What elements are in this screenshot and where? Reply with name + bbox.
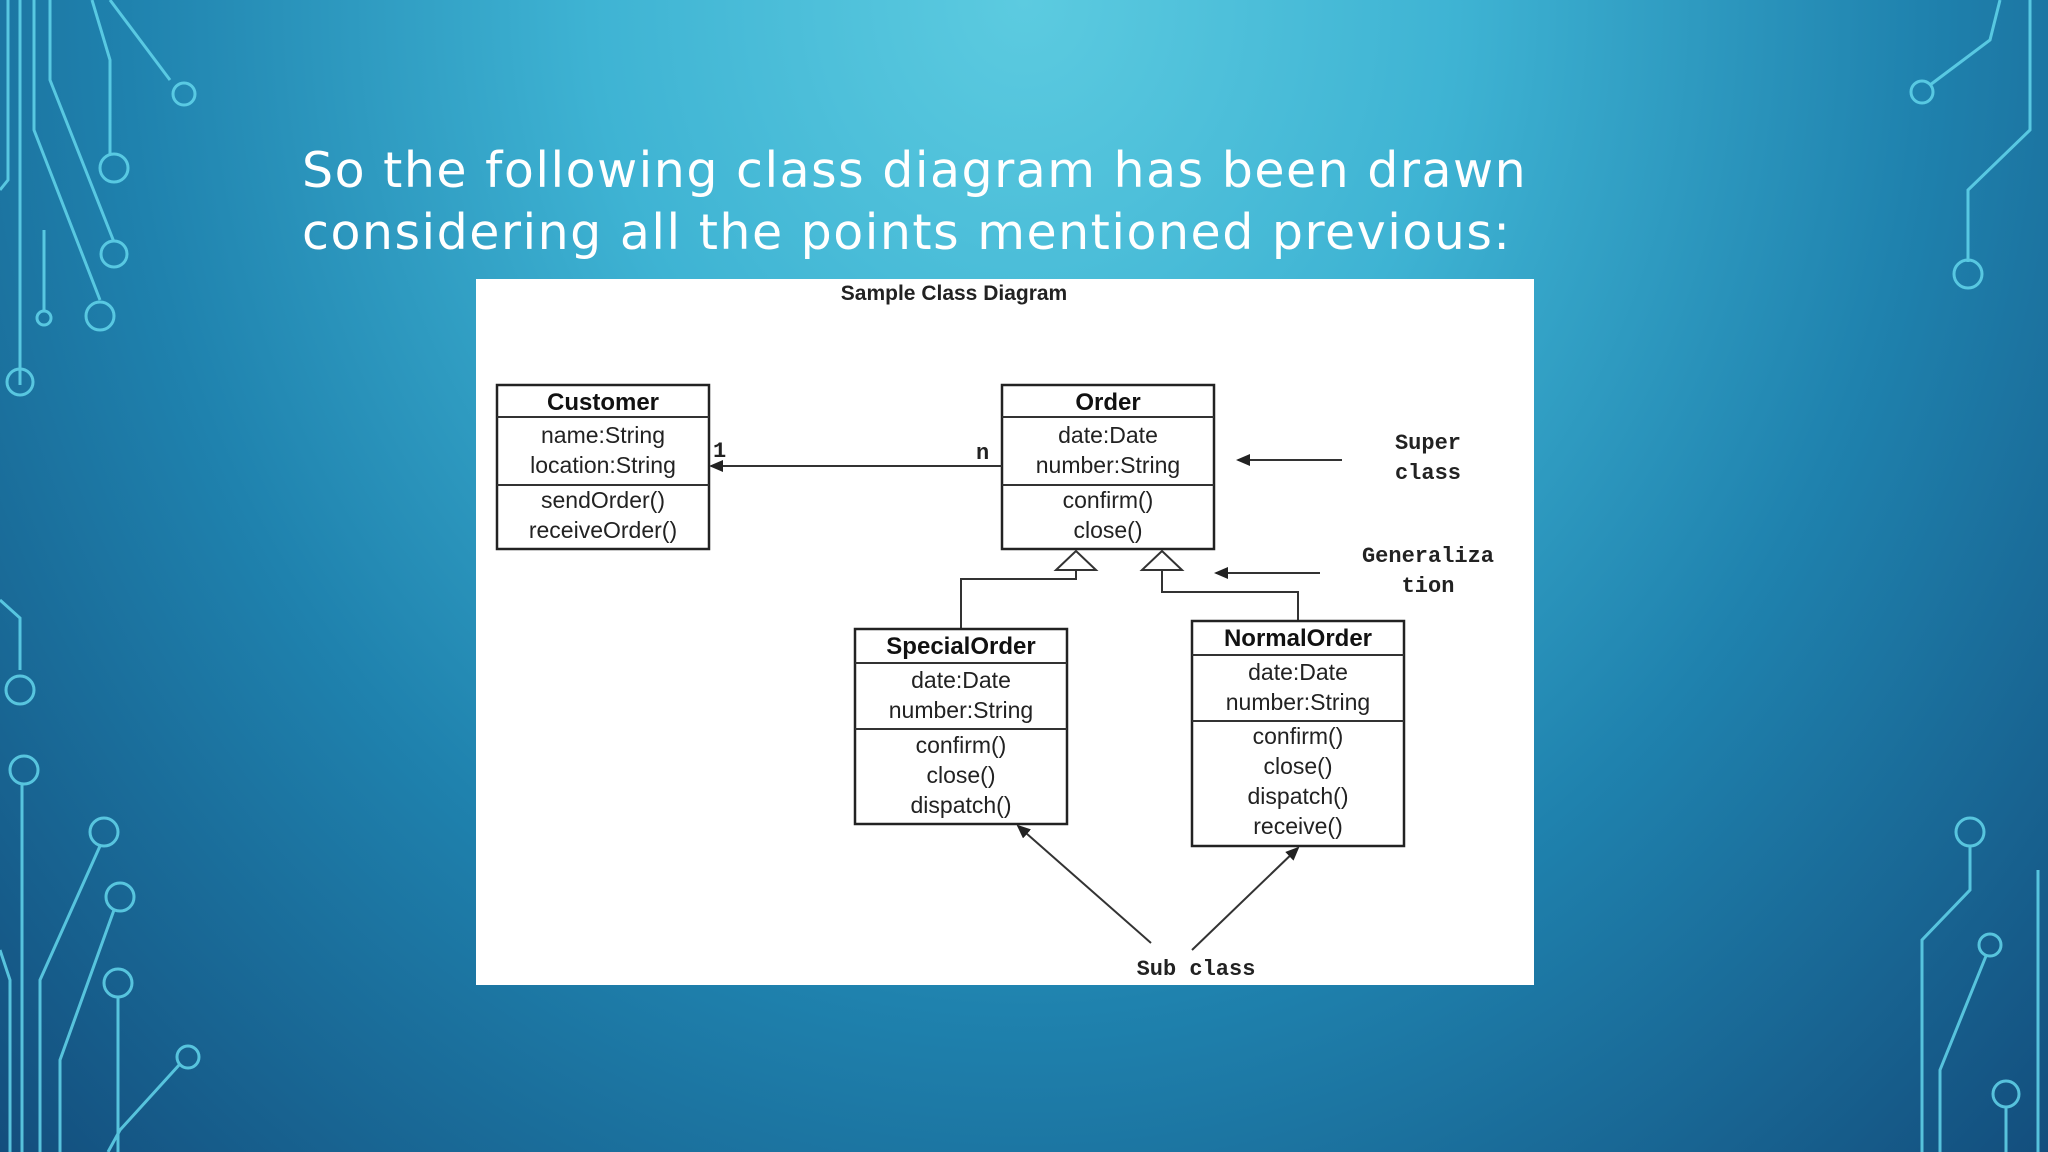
customer-method: sendOrder() bbox=[541, 487, 665, 513]
normal-order-attribute: number:String bbox=[1226, 689, 1370, 715]
order-class-name: Order bbox=[1075, 389, 1140, 416]
special-order-method: dispatch() bbox=[911, 792, 1012, 818]
special-order-class-name: SpecialOrder bbox=[886, 633, 1035, 660]
sub-class-arrow bbox=[1191, 846, 1300, 951]
customer-attribute: name:String bbox=[541, 422, 665, 448]
order-method: close() bbox=[1073, 517, 1142, 543]
order-attribute: number:String bbox=[1036, 452, 1180, 478]
generalization-label: Generaliza bbox=[1362, 544, 1494, 569]
generalization-connector bbox=[960, 570, 1077, 629]
special-order-attribute: number:String bbox=[889, 697, 1033, 723]
super-class-label: class bbox=[1395, 461, 1461, 486]
normal-order-method: receive() bbox=[1253, 813, 1342, 839]
order-method: confirm() bbox=[1063, 487, 1154, 513]
normal-order-method: confirm() bbox=[1253, 723, 1344, 749]
special-order-method: close() bbox=[926, 762, 995, 788]
customer-attribute: location:String bbox=[530, 452, 676, 478]
normal-order-class: NormalOrder date:Date number:String conf… bbox=[1190, 619, 1406, 848]
slide-title-line-2: considering all the points mentioned pre… bbox=[302, 204, 1512, 261]
normal-order-method: dispatch() bbox=[1248, 783, 1349, 809]
super-class-label: Super bbox=[1395, 431, 1461, 456]
order-attribute: date:Date bbox=[1058, 422, 1158, 448]
generalization-triangle bbox=[1139, 549, 1185, 571]
slide-title-line-1: So the following class diagram has been … bbox=[302, 142, 1528, 199]
normal-order-attribute: date:Date bbox=[1248, 659, 1348, 685]
class-diagram: Sample Class Diagram Customer name:Strin… bbox=[495, 282, 1494, 982]
customer-multiplicity: 1 bbox=[713, 439, 726, 464]
customer-class: Customer name:String location:String sen… bbox=[495, 383, 711, 551]
class-diagram-figure: Sample Class Diagram Customer name:Strin… bbox=[476, 279, 1534, 985]
slide-title: So the following class diagram has been … bbox=[302, 140, 1802, 264]
generalization-connector bbox=[1161, 570, 1299, 621]
generalization-triangle bbox=[1053, 549, 1099, 571]
customer-method: receiveOrder() bbox=[529, 517, 677, 543]
customer-class-name: Customer bbox=[547, 389, 659, 416]
normal-order-class-name: NormalOrder bbox=[1224, 625, 1372, 652]
special-order-attribute: date:Date bbox=[911, 667, 1011, 693]
diagram-title: Sample Class Diagram bbox=[841, 282, 1067, 305]
normal-order-method: close() bbox=[1263, 753, 1332, 779]
special-order-method: confirm() bbox=[916, 732, 1007, 758]
sub-class-arrow bbox=[1016, 824, 1152, 944]
sub-class-label: Sub class bbox=[1137, 957, 1256, 982]
special-order-class: SpecialOrder date:Date number:String con… bbox=[853, 627, 1069, 826]
generalization-label: tion bbox=[1402, 574, 1455, 599]
order-class: Order date:Date number:String confirm() … bbox=[1000, 383, 1216, 551]
order-multiplicity: n bbox=[976, 441, 989, 466]
